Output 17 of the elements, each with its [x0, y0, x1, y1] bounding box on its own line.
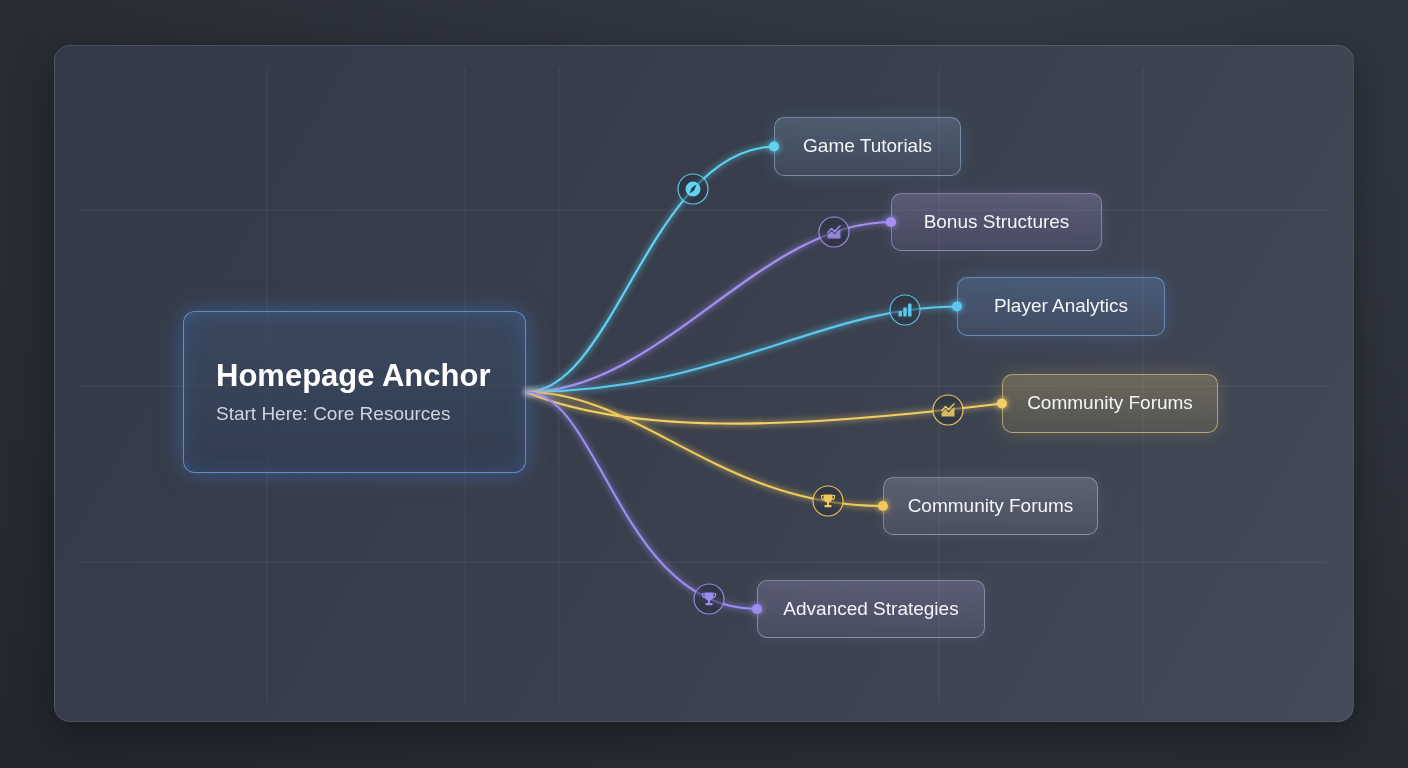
topic-card	[1002, 374, 1218, 433]
topic-card	[883, 477, 1098, 535]
card-label: Advanced Strategies	[783, 597, 959, 621]
connector-line	[524, 390, 763, 615]
topic-card	[957, 277, 1165, 336]
card-label: Player Analytics	[993, 295, 1129, 318]
topic-card	[757, 580, 985, 638]
card-label: Community Forums	[1027, 392, 1193, 415]
card-label: Game Tutorials	[803, 135, 932, 158]
card-label: Community Forums	[907, 494, 1074, 518]
card-title: Homepage Anchor	[216, 357, 491, 394]
anchor-card	[183, 311, 526, 473]
card-label: Bonus Structures	[923, 210, 1070, 234]
connector-line	[524, 390, 1008, 425]
topic-card	[891, 193, 1102, 251]
topic-card	[774, 117, 961, 176]
card-subtitle: Start Here: Core Resources	[216, 403, 451, 427]
